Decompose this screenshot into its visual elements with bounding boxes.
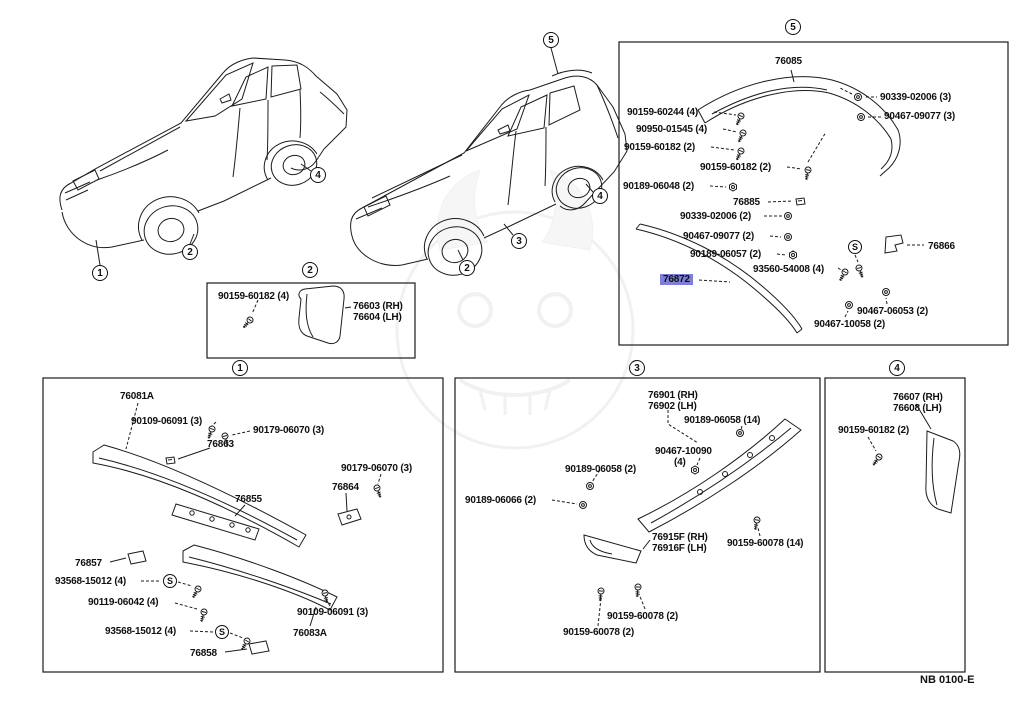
sedan-illustration xyxy=(59,57,348,266)
part-number-label[interactable]: 90467-09077 (3) xyxy=(884,111,955,122)
hatchback-illustration xyxy=(350,47,628,276)
part-number-label[interactable]: 76858 xyxy=(190,648,217,659)
callout-4-panel: 4 xyxy=(889,360,905,376)
part-number-label[interactable]: 76902 (LH) xyxy=(648,401,697,412)
callout-s-panel1b: S xyxy=(215,625,229,639)
callout-5-panel: 5 xyxy=(785,19,801,35)
rocker-moulding-drawing xyxy=(579,418,802,602)
part-number-label[interactable]: 90179-06070 (3) xyxy=(341,463,412,474)
drawing-code: NB 0100-E xyxy=(920,674,975,686)
callout-s-panel5: S xyxy=(848,240,862,254)
part-number-label[interactable]: 90467-10058 (2) xyxy=(814,319,885,330)
part-number-label[interactable]: 90179-06070 (3) xyxy=(253,425,324,436)
part-number-label[interactable]: 90159-60078 (14) xyxy=(727,538,804,549)
part-number-label[interactable]: 76607 (RH) xyxy=(893,392,943,403)
part-number-label[interactable]: 76915F (RH) xyxy=(652,532,708,543)
part-number-label-selected[interactable]: 76872 xyxy=(660,274,693,285)
callout-1-sedan: 1 xyxy=(92,265,108,281)
part-number-label[interactable]: 90109-06091 (3) xyxy=(131,416,202,427)
part-number-label[interactable]: 90159-60182 (2) xyxy=(700,162,771,173)
part-number-label[interactable]: 76901 (RH) xyxy=(648,390,698,401)
part-number-label[interactable]: (4) xyxy=(674,457,686,468)
callout-3-hatchback: 3 xyxy=(511,233,527,249)
part-number-label[interactable]: 90189-06048 (2) xyxy=(623,181,694,192)
part-number-label[interactable]: 76885 xyxy=(733,197,760,208)
part-number-label[interactable]: 90159-60182 (2) xyxy=(838,425,909,436)
watermark-emblem xyxy=(395,169,635,450)
part-number-label[interactable]: 76916F (LH) xyxy=(652,543,707,554)
callout-4-sedan: 4 xyxy=(310,167,326,183)
panel5-leader-lines xyxy=(698,87,924,318)
callout-4-hatchback: 4 xyxy=(592,188,608,204)
panel-frames xyxy=(42,41,1009,673)
part-number-label[interactable]: 90189-06058 (14) xyxy=(684,415,761,426)
part-number-label[interactable]: 93568-15012 (4) xyxy=(105,626,176,637)
part-number-label[interactable]: 76857 xyxy=(75,558,102,569)
part-number-label[interactable]: 93568-15012 (4) xyxy=(55,576,126,587)
callout-1-panel: 1 xyxy=(232,360,248,376)
part-number-label[interactable]: 76085 xyxy=(775,56,802,67)
part-number-label[interactable]: 76603 (RH) xyxy=(353,301,403,312)
panel1-leader-lines xyxy=(109,402,382,653)
callout-2-panel: 2 xyxy=(302,262,318,278)
part-number-label[interactable]: 76083A xyxy=(293,628,327,639)
part-number-label[interactable]: 90159-60182 (4) xyxy=(218,291,289,302)
part-number-label[interactable]: 90950-01545 (4) xyxy=(636,124,707,135)
part-number-label[interactable]: 90119-06042 (4) xyxy=(88,597,159,608)
part-number-label[interactable]: 90159-60244 (4) xyxy=(627,107,698,118)
mudflap-drawing xyxy=(867,403,961,514)
part-number-label[interactable]: 76608 (LH) xyxy=(893,403,942,414)
part-number-label[interactable]: 76864 xyxy=(332,482,359,493)
part-number-label[interactable]: 90339-02006 (2) xyxy=(680,211,751,222)
mudguard-drawing xyxy=(240,285,352,345)
part-number-label[interactable]: 90159-60182 (2) xyxy=(624,142,695,153)
part-number-label[interactable]: 76604 (LH) xyxy=(353,312,402,323)
part-number-label[interactable]: 90189-06058 (2) xyxy=(565,464,636,475)
front-spoiler-drawing xyxy=(92,424,384,655)
callout-2-hatchback: 2 xyxy=(459,260,475,276)
panel3-leader-lines xyxy=(551,410,761,627)
part-number-label[interactable]: 90109-06091 (3) xyxy=(297,607,368,618)
part-number-label[interactable]: 90339-02006 (3) xyxy=(880,92,951,103)
part-number-label[interactable]: 90189-06057 (2) xyxy=(690,249,761,260)
roof-drip-moulding-drawing xyxy=(635,223,803,334)
part-number-label[interactable]: 76863 xyxy=(207,439,234,450)
part-number-label[interactable]: 90159-60078 (2) xyxy=(563,627,634,638)
callout-s-panel1a: S xyxy=(163,574,177,588)
part-number-label[interactable]: 76855 xyxy=(235,494,262,505)
part-number-label[interactable]: 90467-06053 (2) xyxy=(857,306,928,317)
part-number-label[interactable]: 90467-09077 (2) xyxy=(683,231,754,242)
part-number-label[interactable]: 90189-06066 (2) xyxy=(465,495,536,506)
part-number-label[interactable]: 76866 xyxy=(928,241,955,252)
part-number-label[interactable]: 93560-54008 (4) xyxy=(753,264,824,275)
panel5-fasteners xyxy=(729,93,904,309)
rear-spoiler-drawing xyxy=(697,69,901,177)
callout-2-sedan: 2 xyxy=(182,244,198,260)
callout-5-hatchback: 5 xyxy=(543,32,559,48)
part-number-label[interactable]: 90159-60078 (2) xyxy=(607,611,678,622)
part-number-label[interactable]: 76081A xyxy=(120,391,154,402)
callout-3-panel: 3 xyxy=(629,360,645,376)
part-number-label[interactable]: 90467-10090 xyxy=(655,446,712,457)
